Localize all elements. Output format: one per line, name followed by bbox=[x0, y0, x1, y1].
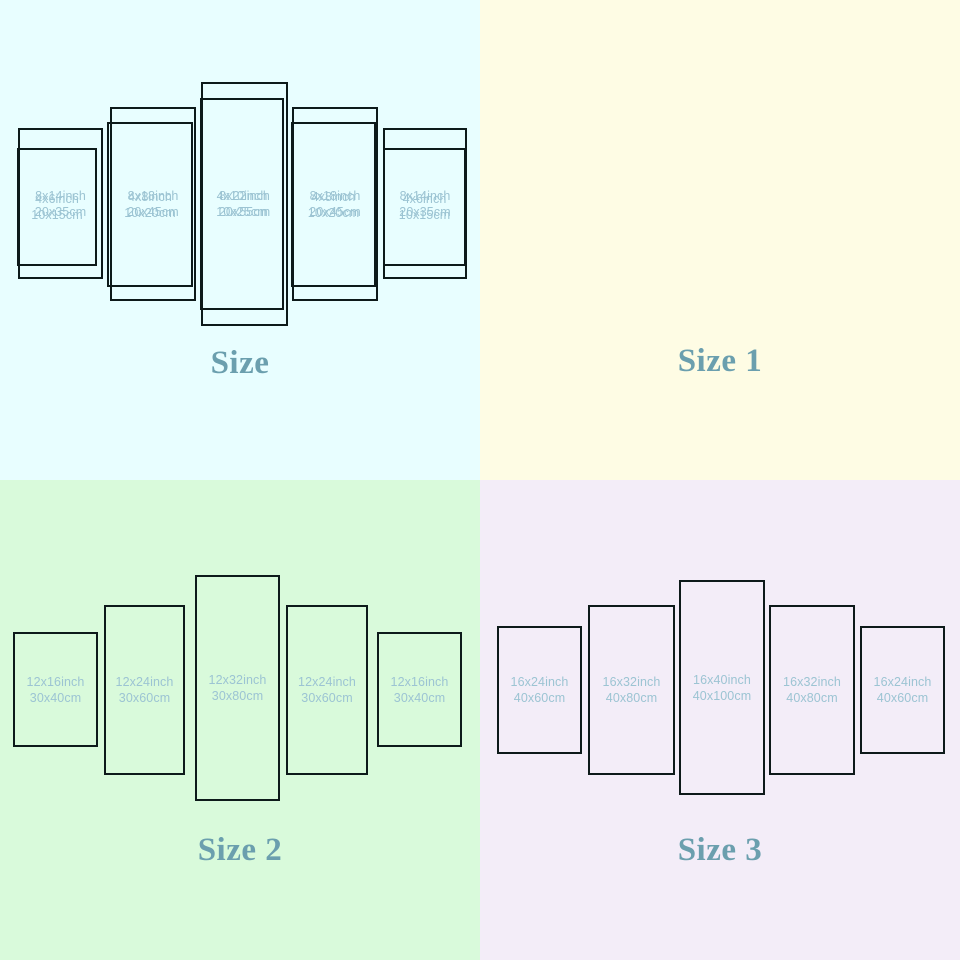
panel-size-label: 12x32inch 30x80cm bbox=[209, 672, 267, 704]
panel-size-inch: 8x14inch bbox=[35, 188, 86, 203]
panel-size-3-2[interactable]: 16x32inch 40x80cm bbox=[588, 605, 675, 775]
quadrant-size bbox=[0, 0, 480, 480]
panel-size-3-1[interactable]: 16x24inch 40x60cm bbox=[497, 626, 582, 754]
panel-size-label: 16x24inch 40x60cm bbox=[874, 674, 932, 706]
panel-size-label: 8x18inch 20x45cm bbox=[309, 188, 360, 220]
panel-size-inch: 12x32inch bbox=[208, 673, 267, 687]
panel-size-cm: 30x40cm bbox=[393, 690, 446, 705]
panel-size-inch: 4x10inch bbox=[216, 189, 268, 203]
panel-size-inch: 8x18inch bbox=[309, 189, 361, 203]
panel-size-inch: 4x6inch bbox=[35, 192, 79, 206]
panel-size-cm: 10x20cm bbox=[307, 205, 360, 220]
panel-size-inch: 16x24inch bbox=[873, 675, 932, 689]
panel-size-inch: 12x16inch bbox=[26, 674, 85, 689]
panel-size-cm: 30x60cm bbox=[301, 691, 353, 705]
panel-size-inch: 8x14inch bbox=[399, 188, 451, 203]
panel-size-cm: 20x45cm bbox=[309, 205, 361, 219]
panel-size-1-3[interactable]: 8x22inch 20x55cm bbox=[201, 82, 288, 326]
panel-size-label: 8x22inch 20x55cm bbox=[219, 188, 270, 220]
panel-size-1-4[interactable]: 8x18inch 20x45cm bbox=[292, 107, 378, 301]
panel-size-inch: 16x32inch bbox=[602, 675, 661, 689]
panel-size-3-5[interactable]: 16x24inch 40x60cm bbox=[860, 626, 945, 754]
quadrant-title-size-3: Size 3 bbox=[677, 832, 763, 868]
panel-size-2-3[interactable]: 12x32inch 30x80cm bbox=[195, 575, 280, 801]
panel-size-3-4[interactable]: 16x32inch 40x80cm bbox=[769, 605, 855, 775]
panel-size-label: 16x32inch 40x80cm bbox=[603, 674, 661, 706]
panel-size-inch: 12x16inch bbox=[390, 674, 449, 689]
quadrant-size-1 bbox=[480, 0, 960, 480]
panel-size-inch: 16x32inch bbox=[783, 675, 841, 689]
panel-size-cm: 20x35cm bbox=[34, 204, 87, 219]
panel-size-cm: 20x55cm bbox=[218, 205, 271, 219]
panel-size-label: 12x24inch 30x60cm bbox=[298, 674, 356, 706]
panel-size-inch: 12x24inch bbox=[115, 675, 174, 689]
panel-size-cm: 40x60cm bbox=[513, 691, 566, 705]
panel-size-2-2[interactable]: 12x24inch 30x60cm bbox=[104, 605, 185, 775]
panel-size-cm: 10x20cm bbox=[124, 205, 176, 220]
panel-size-label: 4x6inch 10x15cm bbox=[31, 191, 82, 223]
quadrant-title-size-2: Size 2 bbox=[197, 832, 283, 868]
panel-size-cm: 30x80cm bbox=[211, 689, 264, 703]
panel-size-inch: 8x22inch bbox=[219, 189, 270, 203]
quadrant-title-size: Size bbox=[210, 345, 270, 381]
panel-size-inch: 4x6inch bbox=[402, 192, 447, 206]
panel-size-cm: 10x15cm bbox=[398, 208, 451, 222]
panel-size-cm: 40x100cm bbox=[692, 688, 752, 703]
panel-size-2-4[interactable]: 12x24inch 30x60cm bbox=[286, 605, 368, 775]
panel-size-label: 4x10inch 10x25cm bbox=[216, 188, 267, 220]
panel-size-inch: 16x24inch bbox=[510, 675, 569, 689]
panel-size-cm: 10x15cm bbox=[31, 208, 83, 222]
panel-size-cm: 40x80cm bbox=[605, 691, 658, 705]
panel-size-inch: 16x40inch bbox=[693, 672, 751, 687]
panel-size-cm: 30x40cm bbox=[29, 690, 82, 705]
panel-size-inch: 4x8inch bbox=[311, 189, 356, 204]
panel-size-label: 16x24inch 40x60cm bbox=[511, 674, 569, 706]
panel-size-cm: 40x60cm bbox=[876, 691, 929, 705]
panel-size-inch: 8x18inch bbox=[127, 189, 179, 203]
panel-size-label: 8x18inch 20x45cm bbox=[127, 188, 178, 220]
panel-size-cm: 30x60cm bbox=[118, 691, 171, 705]
panel-size-label: 16x32inch 40x80cm bbox=[783, 674, 841, 706]
panel-size-label: 12x24inch 30x60cm bbox=[116, 674, 174, 706]
panel-size-inch: 12x24inch bbox=[298, 675, 356, 689]
panel-size-cm: 20x45cm bbox=[127, 205, 179, 219]
panel-size-1-2[interactable]: 8x18inch 20x45cm bbox=[110, 107, 196, 301]
quadrant-size-2 bbox=[0, 480, 480, 960]
panel-size-cm: 40x80cm bbox=[786, 691, 838, 705]
panel-size-inch: 4x8inch bbox=[128, 189, 172, 204]
panel-size-cm: 20x35cm bbox=[399, 204, 451, 219]
panel-size-cm: 10x25cm bbox=[216, 205, 268, 219]
quadrant-title-size-1: Size 1 bbox=[677, 343, 763, 379]
quadrant-size-3 bbox=[480, 480, 960, 960]
panel-size-label: 4x6inch 10x15cm bbox=[399, 191, 450, 223]
